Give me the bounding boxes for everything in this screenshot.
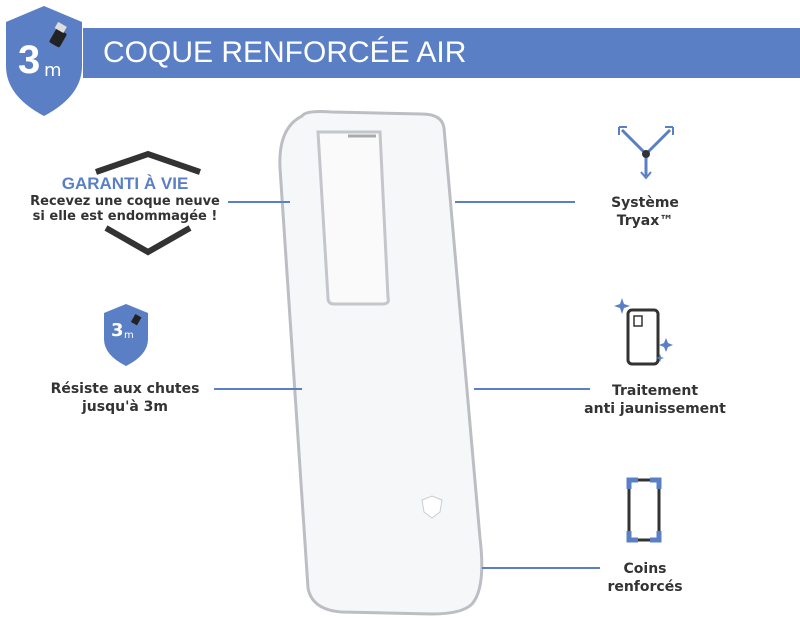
guarantee-text-2: si elle est endommagée !	[32, 209, 218, 224]
drop-badge-unit: m	[124, 330, 134, 341]
yellowing-connector-line	[474, 388, 590, 390]
drop-text-1: Résiste aux chutes	[50, 381, 200, 397]
drop-shield-logo	[6, 6, 82, 116]
drop-shield-icon	[104, 304, 148, 366]
anti-yellowing-phone-icon	[614, 298, 673, 366]
tryax-text-2: Tryax™	[616, 213, 674, 229]
tryax-text-1: Système	[611, 195, 679, 211]
yellowing-text-1: Traitement	[611, 383, 699, 399]
badge-number: 3	[18, 38, 41, 82]
drop-text-2: jusqu'à 3m	[81, 399, 169, 415]
guarantee-connector-line	[228, 201, 290, 203]
guarantee-shield-icon	[95, 150, 201, 256]
tryax-connector-line	[455, 201, 575, 203]
tryax-icon	[618, 126, 674, 180]
guarantee-text-1: Recevez une coque neuve	[30, 194, 220, 209]
corners-text-1: Coins	[623, 561, 667, 577]
reinforced-corners-icon	[626, 477, 662, 543]
guarantee-title: GARANTI À VIE	[61, 174, 189, 193]
drop-connector-line	[214, 388, 302, 390]
page-title: COQUE RENFORCÉE AIR	[83, 28, 800, 78]
yellowing-text-2: anti jaunissement	[584, 401, 726, 417]
corners-connector-line	[482, 567, 600, 569]
drop-badge-number: 3	[111, 320, 124, 341]
badge-unit: m	[44, 60, 62, 81]
corners-text-2: renforcés	[607, 579, 683, 595]
phone-case-image	[278, 110, 484, 616]
